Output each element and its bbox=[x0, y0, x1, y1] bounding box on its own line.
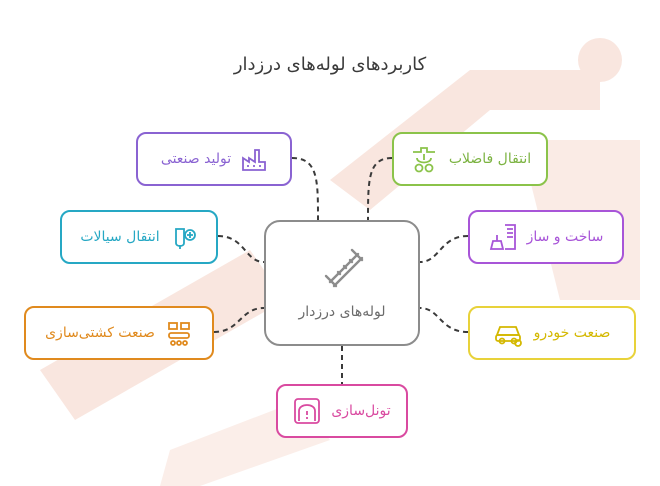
conveyor-icon bbox=[168, 322, 190, 346]
connector-industrial bbox=[291, 157, 319, 221]
node-industrial: تولید صنعتی bbox=[136, 132, 292, 186]
connector-automotive bbox=[419, 307, 469, 333]
node-shipbuilding: صنعت کشتی‌سازی bbox=[24, 306, 214, 360]
node-fluids: انتقال سیالات bbox=[60, 210, 218, 264]
construction-icon bbox=[489, 224, 516, 250]
node-construction-label: ساخت و ساز bbox=[526, 229, 604, 245]
connector-shipbuilding bbox=[213, 307, 265, 333]
node-sewage-label: انتقال فاضلاب bbox=[448, 151, 532, 167]
fluid-icon bbox=[174, 228, 196, 249]
node-tunneling: تونل‌سازی bbox=[276, 384, 408, 438]
center-node: لوله‌های درزدار bbox=[264, 220, 420, 346]
node-tunneling-label: تونل‌سازی bbox=[331, 403, 391, 419]
connector-construction bbox=[419, 235, 469, 263]
sewage-icon bbox=[412, 147, 435, 173]
pipe-icon bbox=[324, 248, 364, 288]
center-label: لوله‌های درزدار bbox=[298, 304, 386, 320]
node-sewage: انتقال فاضلاب bbox=[392, 132, 548, 186]
car-icon bbox=[494, 326, 522, 347]
node-construction: ساخت و ساز bbox=[468, 210, 624, 264]
connector-fluids bbox=[217, 235, 265, 263]
node-automotive: صنعت خودرو bbox=[468, 306, 636, 360]
factory-icon bbox=[242, 149, 266, 171]
node-shipbuilding-label: صنعت کشتی‌سازی bbox=[45, 325, 155, 341]
diagram-title: کاربردهای لوله‌های درزدار bbox=[233, 54, 427, 75]
node-industrial-label: تولید صنعتی bbox=[160, 151, 232, 167]
node-fluids-label: انتقال سیالات bbox=[80, 229, 160, 245]
connector-sewage bbox=[367, 157, 393, 221]
node-automotive-label: صنعت خودرو bbox=[533, 325, 611, 341]
tunnel-icon bbox=[294, 398, 321, 424]
